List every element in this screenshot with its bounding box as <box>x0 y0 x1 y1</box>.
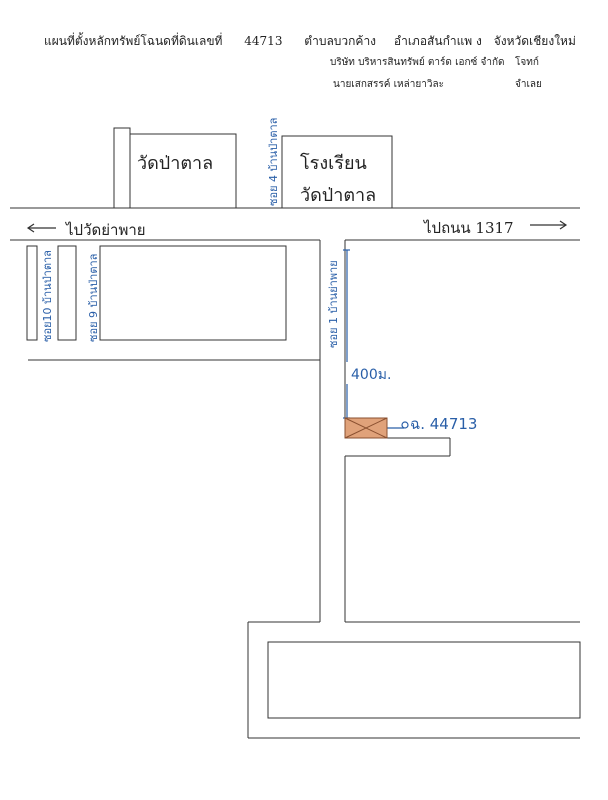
subdistrict-text: ตำบลบวกค้าง <box>304 34 377 48</box>
temple-label: วัดป่าตาล <box>137 153 214 174</box>
road-right-label: ไปถนน 1317 <box>424 219 514 237</box>
west-block <box>99 245 287 341</box>
soi1-label: ซอย 1 บ้านย่าพาย <box>327 260 340 348</box>
plaintiff-role: โจทก์ <box>515 57 539 68</box>
arrow-right-head <box>559 220 568 230</box>
temple-building <box>113 127 131 209</box>
soi9-label: ซอย 9 บ้านป่าตาล <box>87 253 100 342</box>
parcel-label: ฉ. 44713 <box>410 415 478 433</box>
soi10-strip <box>26 245 38 341</box>
distance-label: 400ม. <box>351 367 392 383</box>
title-text: แผนที่ตั้งหลักทรัพย์โฉนดที่ดินเลขที่ <box>44 34 223 48</box>
plaintiff-company: บริษัท บริหารสินทรัพย์ ตาร์ด เอกซ์ จำกัด <box>330 57 505 68</box>
deed-number: 44713 <box>244 34 283 48</box>
school-label-line1: โรงเรียน <box>300 153 367 174</box>
school-label-line2: วัดป่าตาล <box>300 185 377 206</box>
defendant-name: นายเสกสรรค์ เหล่ายาวิละ <box>333 79 444 90</box>
parcel-cross-b <box>344 417 388 439</box>
arrow-left-head <box>26 223 35 233</box>
soi10-block <box>57 245 77 341</box>
soi10-label: ซอย10 บ้านป่าตาล <box>41 250 54 342</box>
south-block <box>267 641 581 719</box>
defendant-role: จำเลย <box>515 79 542 90</box>
document-title: แผนที่ตั้งหลักทรัพย์โฉนดที่ดินเลขที่ 447… <box>44 32 576 51</box>
road-left-label: ไปวัดย่าพาย <box>66 221 146 239</box>
soi4-label: ซอย 4 บ้านป่าตาล <box>267 117 280 206</box>
province-text: จังหวัดเชียงใหม่ <box>493 34 576 48</box>
parcel-pointer-dot <box>401 421 409 429</box>
district-text: อำเภอสันกำแพ ง <box>393 34 482 48</box>
